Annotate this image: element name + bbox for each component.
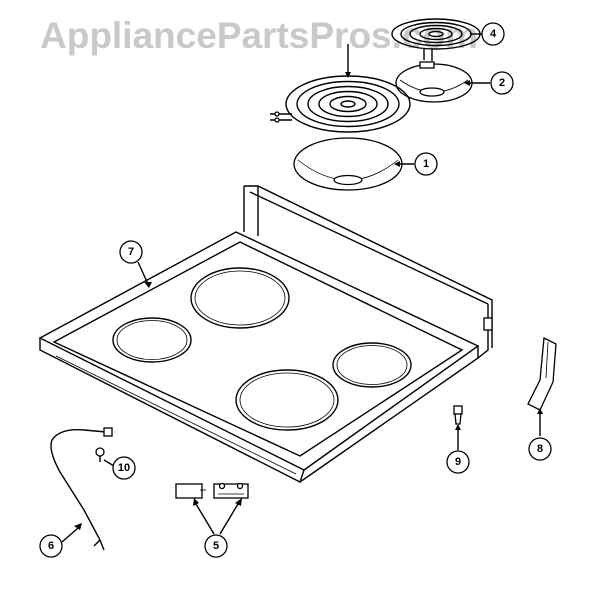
part-10-screw[interactable]: [95, 447, 105, 462]
part-9-screw[interactable]: [453, 405, 463, 425]
callout-9-label: 9: [455, 456, 461, 468]
callout-10-label: 10: [118, 462, 130, 474]
callout-1-label: 1: [423, 158, 429, 170]
callout-5-label: 5: [213, 540, 219, 552]
callout-4: 4: [481, 22, 505, 46]
callout-4-label: 4: [490, 28, 497, 40]
callout-2: 2: [490, 71, 514, 95]
part-5-terminal-blocks[interactable]: [175, 482, 249, 499]
large-surface-element[interactable]: [270, 44, 411, 133]
callout-7: 7: [119, 240, 143, 264]
part-4-small-surface-element[interactable]: [391, 18, 481, 61]
part-7-cooktop-main-top[interactable]: [38, 185, 493, 483]
callout-10: 10: [112, 456, 136, 480]
callout-1: 1: [414, 152, 438, 176]
watermark-text: AppliancePartsPros.com: [40, 15, 478, 56]
leader-lines: [61, 33, 543, 543]
callout-6-label: 6: [48, 540, 54, 552]
part-1-large-drip-bowl[interactable]: [293, 137, 403, 191]
callout-7-label: 7: [128, 246, 134, 258]
callout-8-label: 8: [537, 443, 543, 455]
part-8-side-trim[interactable]: [527, 336, 557, 411]
callout-8: 8: [528, 437, 552, 461]
callout-2-label: 2: [499, 77, 505, 89]
part-6-ground-wire[interactable]: [50, 427, 113, 551]
callout-5: 5: [204, 534, 228, 558]
callout-9: 9: [446, 450, 470, 474]
callout-6: 6: [39, 534, 63, 558]
